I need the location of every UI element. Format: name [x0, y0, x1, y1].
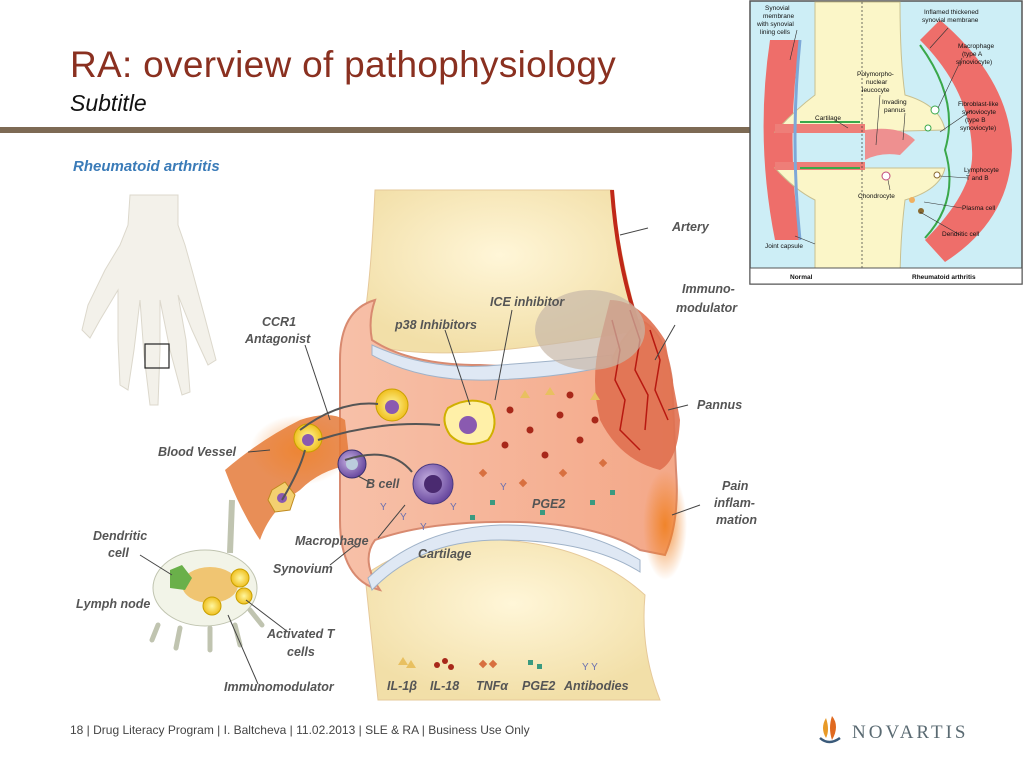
label-blood-vessel: Blood Vessel — [158, 445, 237, 459]
figure-heading: Rheumatoid arthritis — [73, 158, 220, 175]
legend-symbols: Y Y — [398, 657, 598, 673]
label-artery: Artery — [671, 220, 710, 234]
lower-bone — [364, 538, 661, 701]
inset-plasma: Plasma cell — [962, 205, 996, 212]
inset-synovial-line1: Synovial — [765, 5, 790, 12]
svg-text:Y: Y — [380, 502, 387, 513]
inset-poly-line2: nuclear — [866, 79, 888, 86]
slide-title: RA: overview of pathophysiology — [70, 44, 617, 85]
cell-blood1 — [293, 423, 323, 453]
migration-arrows — [281, 402, 441, 501]
ra-joint-illustration: Rheumatoid arthritis Y Y Y — [73, 158, 757, 701]
inset-fibro-line1: Fibroblast-like — [958, 101, 999, 108]
label-p38-inhibitors: p38 Inhibitors — [394, 318, 477, 332]
cytokine-particles: Y Y Y Y Y — [380, 387, 615, 533]
label-activated-line1: Activated T — [266, 627, 336, 641]
inset-poly-line1: Polymorpho- — [857, 71, 894, 78]
label-lymph-node: Lymph node — [76, 597, 150, 611]
inset-poly-line3: leucocyte — [862, 87, 890, 94]
label-ccr1-line1: CCR1 — [262, 315, 296, 329]
cell-inhibitor-target — [443, 399, 496, 445]
pannus-glow — [535, 290, 645, 370]
cell-b-cell — [337, 449, 367, 479]
joint-comparison-inset: Synovial membrane with synovial lining c… — [749, 0, 1023, 285]
label-immuno-line2: modulator — [676, 301, 738, 315]
novartis-logo-icon — [819, 716, 841, 744]
label-synovium: Synovium — [273, 562, 333, 576]
inset-inflamed-line1: Inflamed thickened — [924, 9, 979, 16]
inset-fibro-line2: synoviocyte — [962, 109, 996, 116]
inset-inflamed-line2: synovial membrane — [922, 17, 979, 24]
svg-text:Y: Y — [420, 522, 427, 533]
label-activated-line2: cells — [287, 645, 315, 659]
inset-macrophage-line2: (type A — [962, 51, 983, 58]
label-dendritic-line1: Dendritic — [93, 529, 147, 543]
legend-antibodies: Antibodies — [563, 679, 629, 693]
inset-joint-capsule: Joint capsule — [765, 243, 803, 250]
inset-synovial-line3: with synovial — [756, 21, 794, 28]
label-immuno-line1: Immuno- — [682, 282, 735, 296]
legend-il1b: IL-1β — [387, 679, 417, 693]
label-pain-line3: mation — [716, 513, 757, 527]
inset-lympho-line1: Lymphocyte — [964, 167, 999, 174]
lower-cartilage — [367, 524, 641, 591]
cell-ccr1 — [375, 388, 409, 422]
svg-text:Y: Y — [500, 482, 507, 493]
inset-cartilage: Cartilage — [815, 115, 841, 122]
lymph-node — [149, 499, 265, 653]
label-ice-inhibitor: ICE inhibitor — [490, 295, 565, 309]
label-leaders — [139, 227, 701, 685]
inset-macrophage-line1: Macrophage — [958, 43, 995, 50]
inset-fibro-line4: synoviocyte) — [960, 125, 996, 132]
inset-chondrocyte: Chondrocyte — [858, 193, 895, 200]
label-pain-line2: inflam- — [714, 496, 755, 510]
svg-text:Y Y: Y Y — [582, 662, 598, 673]
label-b-cell: B cell — [366, 477, 400, 491]
title-divider — [0, 127, 750, 133]
label-macrophage: Macrophage — [295, 534, 369, 548]
inset-macrophage-line3: synoviocyte) — [956, 59, 992, 66]
svg-text:Y: Y — [400, 512, 407, 523]
svg-text:Y: Y — [450, 502, 457, 513]
legend-il18: IL-18 — [430, 679, 459, 693]
inset-fibro-line3: (type B — [965, 117, 986, 124]
inset-invading-line1: Invading — [882, 99, 907, 106]
hand-zoom-box — [144, 343, 170, 369]
inset-lympho-line2: T and B — [966, 175, 989, 182]
inset-normal: Normal — [790, 274, 813, 281]
legend-tnfa: TNFα — [476, 679, 509, 693]
slide-footer: 18 | Drug Literacy Program | I. Baltchev… — [70, 723, 530, 737]
label-cartilage: Cartilage — [418, 547, 472, 561]
inset-invading-line2: pannus — [884, 107, 906, 114]
label-ccr1-line2: Antagonist — [244, 332, 311, 346]
cell-macrophage — [412, 463, 454, 505]
slide-subtitle: Subtitle — [70, 90, 147, 116]
label-immunomodulator: Immunomodulator — [224, 680, 335, 694]
inset-dendritic: Dendritic cell — [942, 231, 980, 238]
label-pge2: PGE2 — [532, 497, 565, 511]
inset-synovial-line2: membrane — [763, 13, 794, 20]
inset-synovial-line4: lining cells — [760, 29, 791, 36]
label-pannus: Pannus — [697, 398, 742, 412]
legend-pge2: PGE2 — [522, 679, 555, 693]
inset-ra: Rheumatoid arthritis — [912, 274, 976, 281]
label-dendritic-line2: cell — [108, 546, 129, 560]
pain-glow — [643, 470, 687, 580]
hand-icon — [81, 194, 217, 406]
novartis-logo-text: NOVARTIS — [852, 722, 969, 743]
label-pain-line1: Pain — [722, 479, 749, 493]
